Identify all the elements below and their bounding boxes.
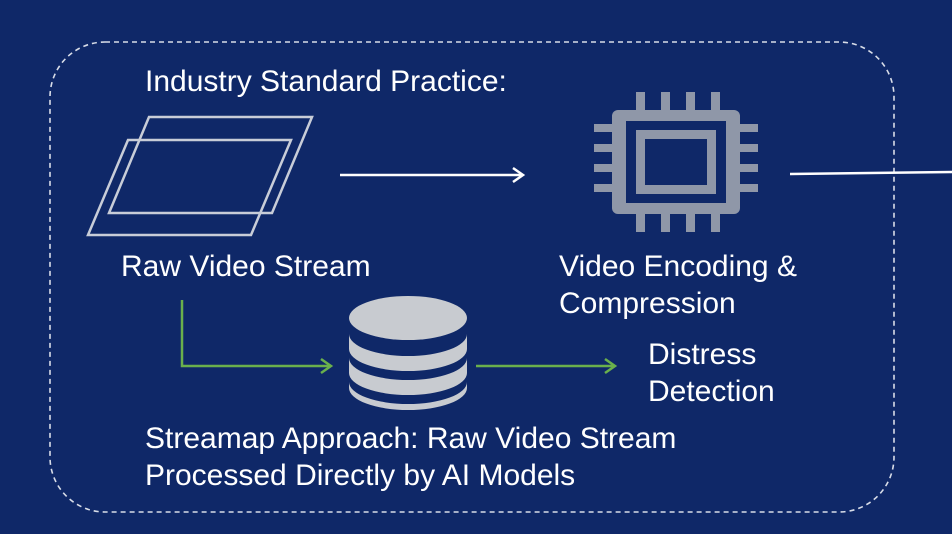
streamap-approach-label: Streamap Approach: Raw Video Stream Proc… bbox=[145, 420, 676, 494]
streamap-approach-line1: Streamap Approach: Raw Video Stream bbox=[145, 422, 677, 455]
chip-icon bbox=[594, 92, 758, 232]
video-encoding-label-line2: Compression bbox=[559, 287, 736, 320]
distress-detection-label-line1: Distress bbox=[648, 338, 757, 371]
video-encoding-label: Video Encoding & Compression bbox=[559, 248, 797, 322]
arrow-database-to-distress bbox=[476, 357, 618, 375]
video-encoding-label-line1: Video Encoding & bbox=[559, 250, 797, 283]
arrow-encoding-exit bbox=[789, 170, 952, 176]
distress-detection-label-line2: Detection bbox=[648, 375, 775, 408]
arrow-raw-to-encoding bbox=[340, 166, 526, 184]
arrow-raw-to-database bbox=[180, 300, 334, 375]
industry-standard-title: Industry Standard Practice: bbox=[145, 65, 507, 98]
distress-detection-label: Distress Detection bbox=[648, 336, 775, 410]
raw-video-stream-label: Raw Video Stream bbox=[121, 250, 371, 283]
video-frames-icon bbox=[86, 115, 314, 237]
database-icon bbox=[349, 296, 467, 410]
dashed-boundary bbox=[49, 41, 895, 513]
streamap-approach-line2: Processed Directly by AI Models bbox=[145, 459, 576, 492]
